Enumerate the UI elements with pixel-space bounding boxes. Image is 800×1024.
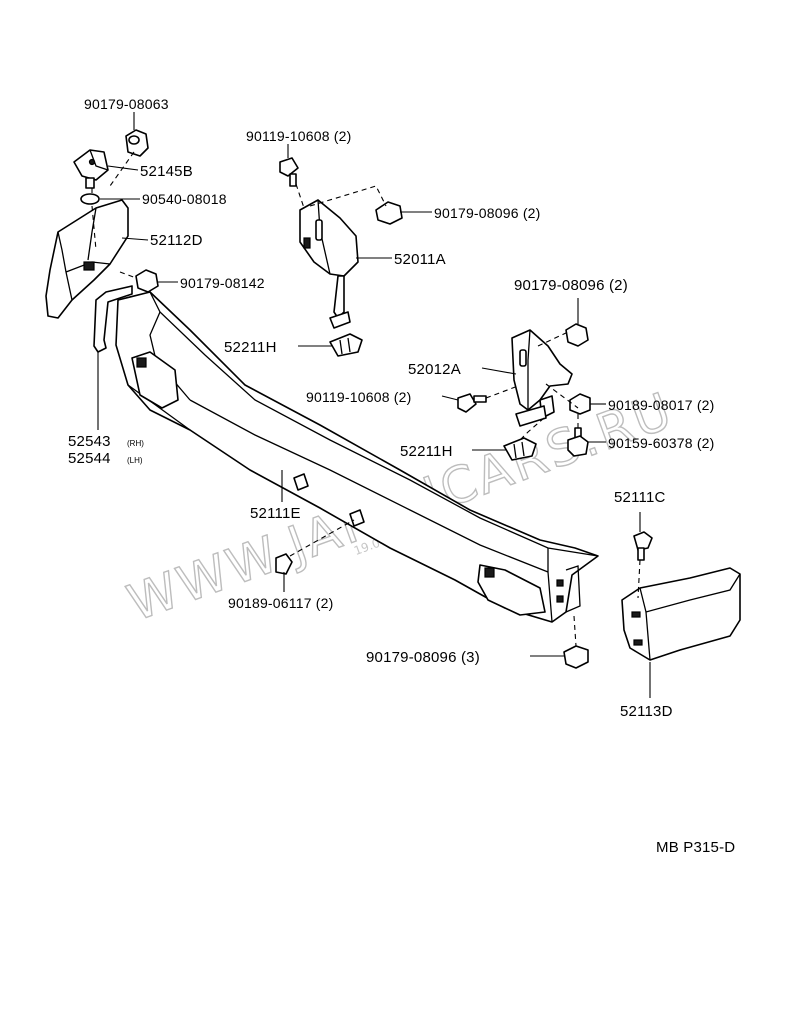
bumper-extension-52112d-icon (45, 199, 129, 319)
label-52012a: 52012A (408, 361, 461, 378)
label-52111c: 52111C (614, 489, 666, 506)
leader-lines (97, 112, 651, 698)
bolt-52111c-icon (633, 531, 653, 561)
bumper-slot-right (484, 567, 495, 578)
bolt-icon (85, 177, 95, 189)
label-90119-10608-right: 90119-10608 (2) (306, 389, 411, 405)
label-90189-08017: 90189-08017 (2) (608, 397, 715, 413)
bumper-arm-52011a-icon (299, 199, 359, 329)
bar-nut-left (293, 473, 309, 491)
nut-90189-08017-icon (569, 393, 591, 415)
label-90179-08063: 90179-08063 (84, 96, 169, 112)
nut-90179-08096-top-icon (375, 201, 403, 225)
label-52111e: 52111E (250, 505, 301, 522)
label-52544-side: (LH) (127, 456, 143, 465)
nut-90179-08142-icon (135, 269, 159, 293)
label-52112d: 52112D (150, 232, 203, 249)
clip-90189-06117-icon (275, 553, 293, 575)
label-90179-08096-right: 90179-08096 (2) (514, 277, 628, 294)
nut-90179-08063-icon (125, 129, 149, 157)
label-52145b: 52145B (140, 163, 193, 180)
label-52011a: 52011A (394, 251, 446, 268)
label-90119-10608-top: 90119-10608 (2) (246, 128, 351, 144)
label-90179-08142: 90179-08142 (180, 275, 265, 291)
front-bumper-bar (115, 291, 599, 623)
diagram-code: MB P315-D (656, 839, 735, 856)
bar-nut-right (349, 509, 365, 527)
pad-52211h-top-icon (329, 333, 363, 357)
bracket-52145b-icon (73, 149, 109, 181)
label-52211h-right: 52211H (400, 443, 453, 460)
assembly-dashed-lines (91, 151, 641, 647)
washer-90540-08018-icon (80, 193, 100, 205)
bumper-arm-52012a-icon (511, 329, 573, 427)
bumper-end-52113d-icon (621, 567, 741, 661)
part-labels: 90179-08063 52145B 90540-08018 52112D 90… (68, 96, 715, 720)
label-90540-08018: 90540-08018 (142, 191, 227, 207)
label-90189-06117: 90189-06117 (2) (228, 595, 333, 611)
label-52544: 52544 (68, 450, 111, 467)
nut-90179-08096-bottom-icon (563, 645, 589, 669)
bumper-slot-left (136, 357, 147, 368)
nut-90179-08096-right-icon (565, 323, 589, 347)
label-52543: 52543 (68, 433, 111, 450)
bolt-90119-10608-top-icon (279, 157, 299, 187)
bolt-90159-60378-icon (567, 427, 589, 457)
label-90179-08096-top: 90179-08096 (2) (434, 205, 541, 221)
label-52211h-top: 52211H (224, 339, 277, 356)
label-52113d: 52113D (620, 703, 673, 720)
bumper-seal-52543-icon (93, 285, 133, 353)
label-90179-08096-bottom: 90179-08096 (3) (366, 649, 480, 666)
label-90159-60378: 90159-60378 (2) (608, 435, 715, 451)
bolt-90119-10608-right-icon (457, 393, 487, 413)
label-52543-side: (RH) (127, 439, 144, 448)
